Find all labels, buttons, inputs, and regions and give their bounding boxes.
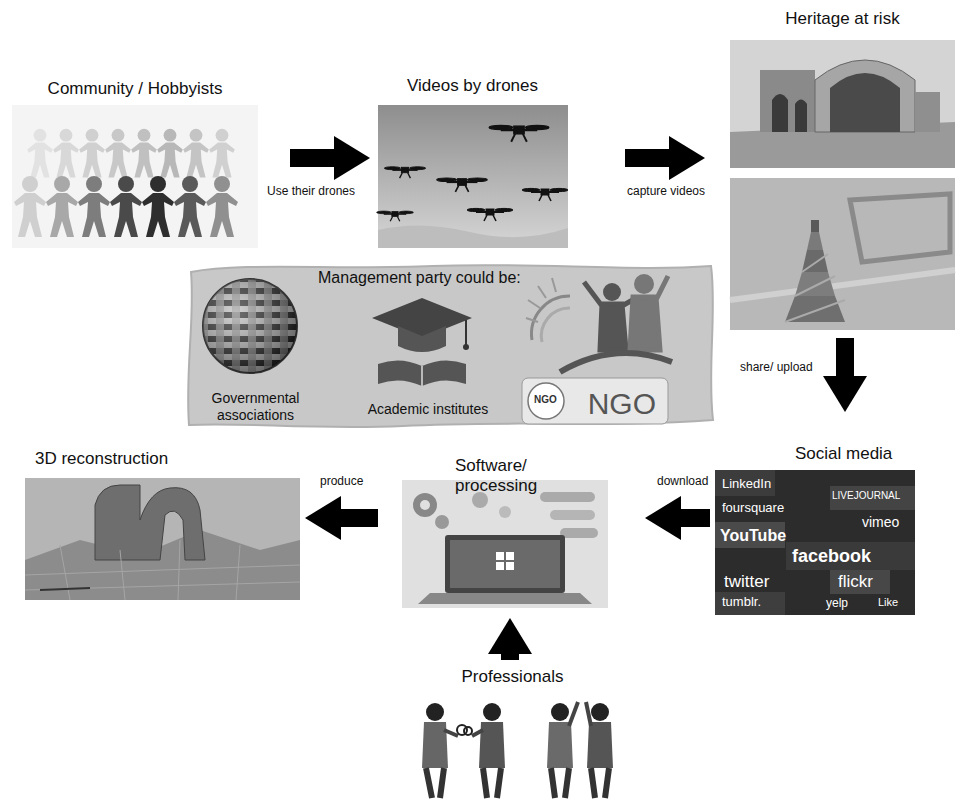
block-arrow [501,648,519,660]
node-label: Videos by drones [379,76,566,96]
block-arrow [675,509,710,527]
management-region: Management party could be: Governmental a… [183,260,718,430]
brand-logo-text: Like [878,596,898,609]
edge-label: download [655,474,710,488]
brand-logo-text: vimeo [862,514,899,531]
node-label: Heritage at risk [729,9,956,29]
brand-logo-text: LinkedIn [722,476,771,492]
node-label: Community / Hobbyists [14,79,256,99]
node-label: Software/ processing [455,456,609,497]
actor-panel: Professionals [405,665,620,799]
party-icon: Academic institutes [343,288,513,428]
heritage-panel: Heritage at risk [725,5,960,333]
actor-panel: Community / Hobbyists [10,75,260,250]
result-panel: 3D reconstruction [20,445,300,603]
node-label: Management party could be: [318,268,712,287]
brand-logo-text: foursquare [722,500,784,516]
node-label: Governmental associations [200,390,311,424]
node-label: Academic institutes [345,401,511,418]
brand-logo-text: twitter [724,572,769,592]
brand-logo-text: YouTube [720,526,786,545]
process-panel: Software/ processing [398,452,613,610]
party-icon: Governmental associations [198,272,313,432]
brand-logo-text: tumblr. [722,594,761,610]
node-label: 3D reconstruction [35,449,296,469]
media-panel: Videos by drones [375,72,570,250]
block-arrow [625,149,675,167]
node-label: Social media [795,444,913,464]
logo-text: NGO [534,394,557,406]
node-label: Professionals [409,667,616,687]
block-arrow [836,338,854,382]
brand-logo-text: flickr [838,572,873,592]
edge-label: capture videos [625,184,707,198]
edge-label: produce [318,474,365,488]
edge-label: Use their drones [265,184,357,198]
block-arrow [335,509,378,527]
brand-logo-text: LIVEJOURNAL [832,490,900,502]
block-arrow [290,149,340,167]
edge-label: share/ upload [738,360,815,374]
region-shape [188,265,713,427]
brand-logo-text: facebook [792,546,871,568]
brand-logo-text: yelp [826,596,848,610]
